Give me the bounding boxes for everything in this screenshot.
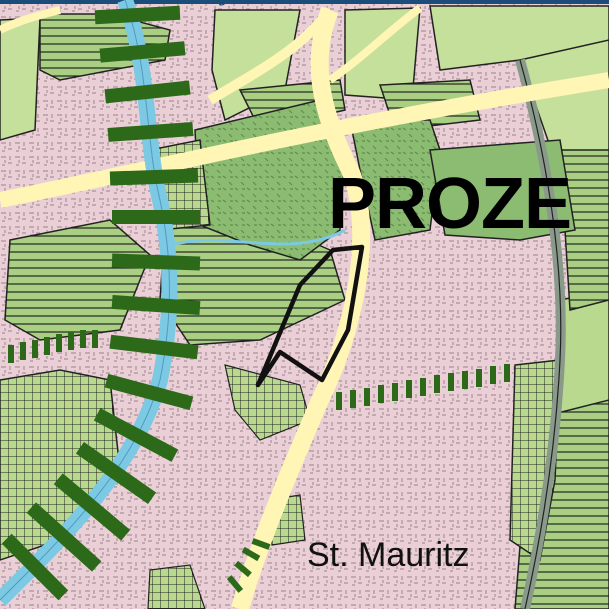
secondary-green-corridor bbox=[8, 330, 510, 593]
green-corridor-dashes bbox=[1, 5, 201, 601]
top-caption: g bbox=[218, 0, 226, 6]
place-label: St. Mauritz bbox=[307, 536, 470, 574]
highlighted-parcel-outline[interactable] bbox=[255, 244, 365, 388]
stream bbox=[169, 228, 346, 247]
district-label: PROZE bbox=[328, 164, 572, 244]
map-frame bbox=[0, 0, 609, 4]
